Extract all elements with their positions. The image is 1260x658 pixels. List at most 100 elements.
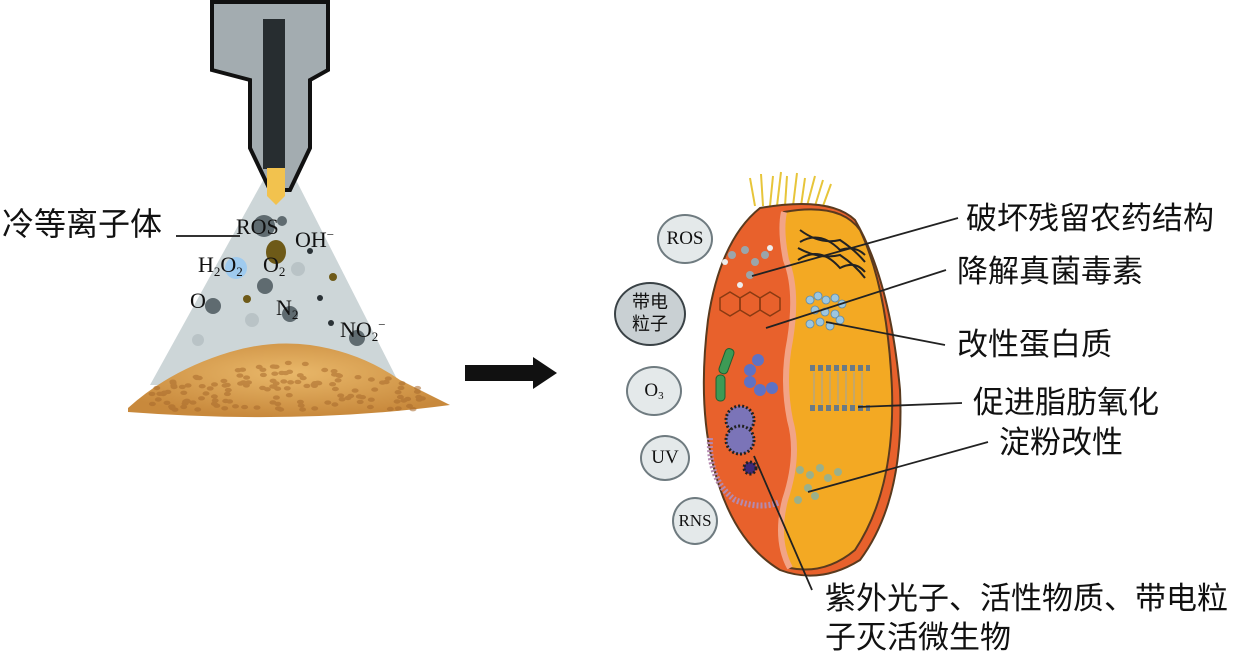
grain-kernel [184, 383, 192, 388]
grain-kernel [223, 382, 231, 388]
right-arrow-icon [465, 357, 557, 389]
grain-kernel [210, 401, 218, 406]
species-ros: ROS [236, 214, 279, 239]
grain-kernel [168, 404, 176, 409]
effect-label-pesticide: 破坏残留农药结构 [966, 201, 1214, 237]
grain-kernel [336, 373, 343, 378]
grain-kernel [311, 406, 319, 411]
grain-kernel [330, 369, 338, 374]
grain-kernel [356, 399, 364, 405]
grain-kernel [232, 404, 239, 409]
grain-kernel [170, 384, 178, 390]
bubble-charged-particles: 带电粒子 [614, 282, 686, 346]
grain-kernel [355, 394, 363, 399]
grain-kernel [223, 391, 231, 397]
grain-kernel [287, 380, 295, 385]
virus-icon [724, 404, 758, 476]
grain-kernel [367, 377, 375, 382]
grain-kernel [154, 397, 162, 402]
effect-label-starch: 淀粉改性 [999, 425, 1123, 461]
grain-kernel [337, 393, 345, 398]
grain-kernel [393, 399, 401, 404]
grain-kernel [198, 384, 206, 389]
microbe-inactivation-label: 紫外光子、活性物质、带电粒 子灭活微生物 [825, 581, 1228, 656]
grain-kernel [386, 406, 394, 412]
grain-kernel [414, 385, 422, 391]
grain-kernel [406, 403, 413, 409]
plasma-cone [150, 168, 400, 385]
grain-kernel [404, 396, 412, 402]
grain-kernel [236, 373, 244, 378]
grain-kernel [413, 389, 421, 394]
grain-kernel [284, 360, 292, 366]
grain-kernel [171, 407, 179, 412]
grain-kernel [331, 386, 339, 392]
grain-kernel [194, 407, 202, 412]
grain-kernel [211, 398, 219, 403]
grain-kernel [321, 367, 329, 373]
grain-kernel [396, 394, 404, 400]
grain-kernel [178, 384, 186, 390]
wheat-grain-pile [128, 343, 450, 418]
grain-kernel [282, 370, 290, 376]
grain-kernel [409, 407, 417, 412]
plasma-particles [192, 215, 365, 346]
grain-kernel [183, 398, 191, 403]
bubble-rns: RNS [672, 497, 718, 545]
grain-kernel [379, 380, 386, 385]
grain-kernel [366, 404, 374, 410]
grain-kernel [285, 393, 293, 398]
grain-brush-hairs [749, 171, 832, 207]
effect-leader-lines [751, 217, 989, 591]
grain-kernel [180, 390, 188, 395]
grain-kernel [192, 374, 200, 380]
grain-kernel [239, 367, 247, 372]
grain-kernel [301, 361, 309, 367]
dna-icon [797, 229, 866, 279]
grain-kernel [241, 404, 249, 410]
grain-kernel [299, 407, 307, 412]
lipid-bilayer-icon [810, 365, 870, 411]
bubble-ros: ROS [657, 214, 713, 264]
grain-kernel [296, 373, 304, 378]
grain-kernel [394, 390, 402, 395]
grain-body [702, 203, 902, 577]
grain-kernel [259, 385, 267, 391]
grain-kernel [269, 378, 277, 383]
cold-plasma-leader-line [176, 235, 240, 237]
grain-kernel [277, 407, 285, 412]
electrode-core [263, 19, 285, 169]
grain-cross-section: ROS 带电粒子 O3 UV RNS 破坏残留农药结构 降解真菌毒素 改性蛋白质… [600, 170, 1260, 656]
grain-kernel [347, 393, 355, 399]
grain-kernel [221, 406, 229, 411]
grain-kernel [198, 396, 205, 401]
species-oh-minus: OH− [295, 227, 335, 252]
grain-kernel [296, 399, 304, 405]
grain-kernel [351, 388, 359, 393]
bubble-ozone: O3 [626, 366, 682, 416]
bubble-uv: UV [640, 435, 690, 481]
grain-kernel [384, 376, 392, 381]
grain-kernel [280, 379, 288, 384]
grain-kernel [371, 387, 379, 392]
grain-kernel [148, 401, 156, 407]
grain-kernel [331, 402, 339, 407]
species-n2: N2 [276, 295, 299, 322]
grain-kernel [274, 401, 282, 407]
plasma-nozzle [210, 0, 330, 205]
species-o2: O2 [263, 252, 286, 279]
grain-kernel [274, 386, 282, 391]
spiral-bacteria-icon [706, 437, 782, 509]
effect-label-lipid: 促进脂肪氧化 [973, 385, 1159, 421]
grain-kernel [294, 379, 302, 385]
grain-kernel [338, 397, 346, 402]
grain-kernel [210, 394, 218, 399]
grain-kernel [271, 371, 279, 376]
effect-label-mycotoxin: 降解真菌毒素 [957, 254, 1143, 290]
grain-kernel [334, 378, 342, 383]
species-o: O [190, 288, 206, 313]
cold-plasma-label: 冷等离子体 [2, 205, 163, 243]
grain-kernel [156, 391, 164, 396]
species-no2-minus: NO2− [340, 317, 386, 344]
grain-kernel [239, 380, 247, 385]
